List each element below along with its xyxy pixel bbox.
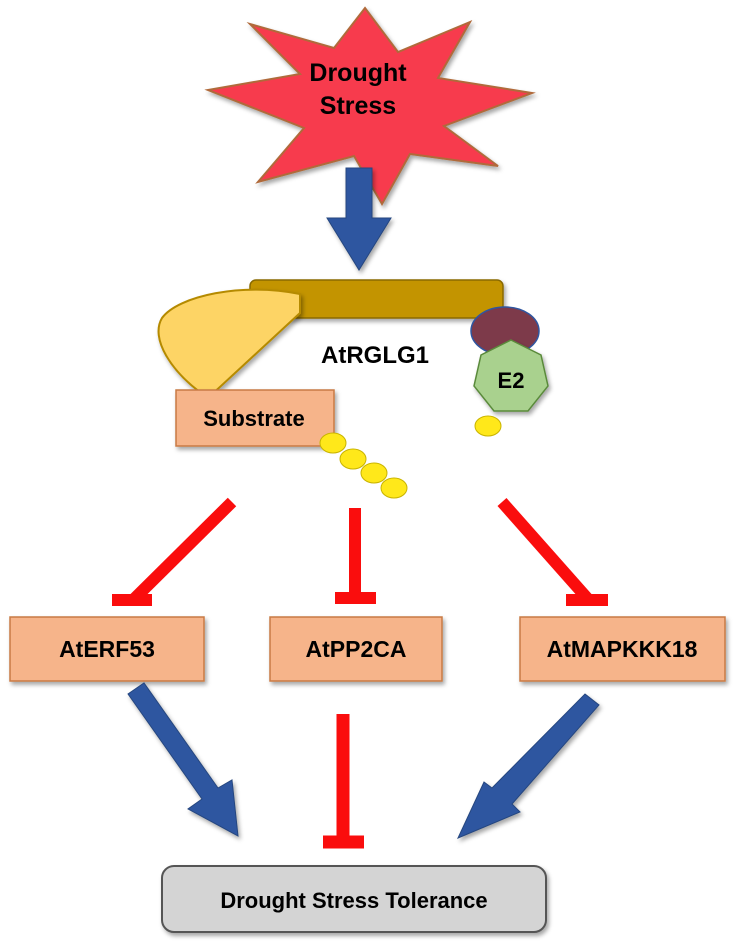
target-label-atpp2ca: AtPP2CA: [306, 636, 407, 662]
complex-name-label: AtRGLG1: [321, 342, 429, 369]
activation-arrow-right-diagonal: [457, 693, 600, 839]
inhibition-left: [112, 497, 237, 606]
target-label-atmapkkk18: AtMAPKKK18: [547, 636, 698, 662]
burst-label-line2: Stress: [320, 92, 396, 120]
e2-enzyme-heptagon: [473, 339, 549, 412]
target-atpp2ca: AtPP2CA: [269, 616, 443, 682]
inhibition-center: [335, 508, 376, 604]
outcome: Drought Stress Tolerance: [161, 865, 547, 933]
e2-label: E2: [498, 368, 525, 393]
ubiquitin-1: [319, 432, 347, 454]
burst-star-shape: [204, 6, 536, 207]
target-box-aterf53: [9, 616, 205, 682]
atrglg1-complex: E2 AtRGLG1 Substrate: [157, 279, 549, 499]
inhibition-right-shaft: [497, 498, 592, 602]
substrate-binding-domain: [157, 288, 301, 400]
substrate-label: Substrate: [203, 406, 304, 431]
target-atmapkkk18: AtMAPKKK18: [519, 616, 726, 682]
target-box-atpp2ca: [269, 616, 443, 682]
ubiquitin-4: [380, 477, 408, 499]
ubiquitin-3: [360, 462, 388, 484]
activation-arrow-left-diagonal: [127, 682, 239, 837]
outcome-label: Drought Stress Tolerance: [220, 888, 487, 913]
activation-arrow-down: [326, 167, 392, 271]
burst-label-line1: Drought: [309, 59, 407, 87]
substrate-box: [175, 389, 335, 447]
outcome-box: [161, 865, 547, 933]
inhibition-to-outcome: [323, 714, 364, 849]
ubiquitin-chain: [319, 432, 408, 499]
ubiquitin-2: [339, 448, 367, 470]
ubiquitin-e2: [474, 415, 502, 437]
target-aterf53: AtERF53: [9, 616, 205, 682]
inhibition-right: [497, 498, 608, 606]
drought-stress-burst: Drought Stress: [204, 6, 536, 207]
target-box-atmapkkk18: [519, 616, 726, 682]
inhibition-left-shaft: [128, 497, 237, 605]
target-label-aterf53: AtERF53: [59, 636, 155, 662]
